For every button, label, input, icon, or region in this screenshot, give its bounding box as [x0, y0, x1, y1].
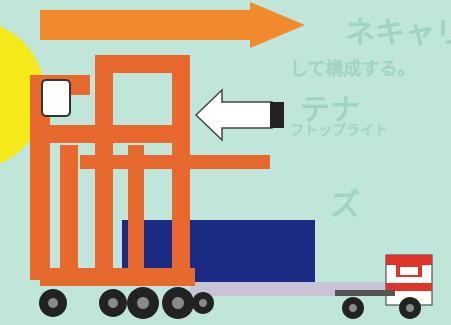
crane-inner-beam	[50, 125, 175, 143]
crane-frame-left	[95, 55, 113, 285]
trailer-hitch	[335, 290, 395, 296]
crane-cab-window-icon	[42, 80, 70, 116]
crane-boom	[80, 155, 270, 169]
crane-frame-right	[172, 55, 190, 285]
crane-lower-left	[60, 145, 78, 280]
crane-base	[40, 268, 195, 286]
crane-center-leg	[128, 145, 144, 270]
